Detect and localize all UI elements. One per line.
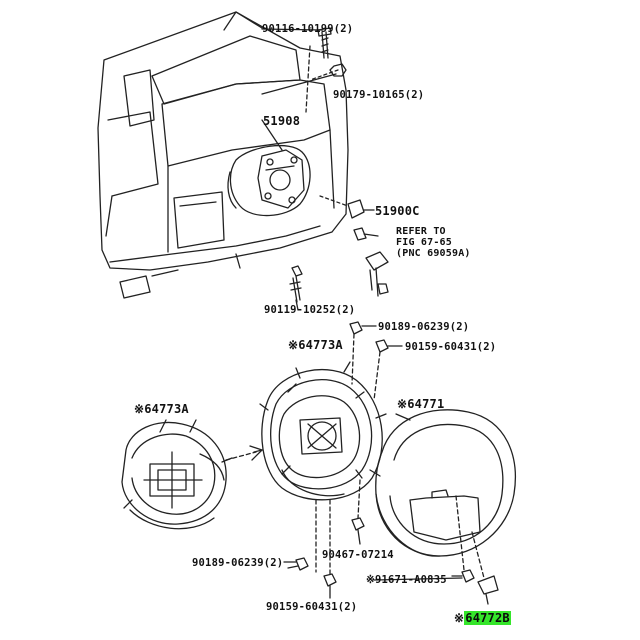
mounting-plate-middle <box>253 361 387 501</box>
part-label-90119-10252: 90119-10252(2) <box>264 304 356 316</box>
bolt-90189-lower <box>283 557 309 571</box>
nut-90159-lower <box>323 573 337 599</box>
part-label-64772b: ※64772B <box>454 611 511 625</box>
part-label-90189-06239-lower: 90189-06239(2) <box>192 557 284 569</box>
part-label-90159-60431-lower: 90159-60431(2) <box>266 601 358 613</box>
leader-line <box>261 73 337 95</box>
leader-line <box>373 577 463 581</box>
part-label-51908: 51908 <box>263 114 301 128</box>
leader-line <box>287 565 299 569</box>
part-label-64773a-middle: ※64773A <box>288 338 343 352</box>
bolt-90116 <box>317 27 332 59</box>
bracket-64772b <box>477 575 499 605</box>
part-label-51900c: 51900C <box>375 204 420 218</box>
part-label-64773a-left: ※64773A <box>134 402 189 416</box>
reference-note: REFER TO FIG 67-65 (PNC 69059A) <box>396 226 516 259</box>
part-label-90116-10199: 90116-10199(2) <box>262 23 354 35</box>
leader-line <box>395 413 411 421</box>
mounting-assembly-left <box>121 419 233 530</box>
cap-51900c <box>319 195 375 219</box>
bolt-91671 <box>451 569 475 583</box>
leader-line <box>261 119 283 151</box>
bolt-90189-upper <box>349 321 377 335</box>
part-label-90467-07214: 90467-07214 <box>322 549 394 561</box>
reference-note-line2: FIG 67-65 <box>396 237 452 248</box>
reference-note-line1: REFER TO <box>396 226 446 237</box>
nut-90159-upper <box>375 339 403 353</box>
lock-cylinder <box>353 227 389 297</box>
bolt-90119 <box>289 265 303 311</box>
part-label-90159-60431-upper: 90159-60431(2) <box>405 341 497 353</box>
reference-note-line3: (PNC 69059A) <box>396 248 471 259</box>
spare-tire-cover <box>375 409 516 557</box>
carrier-bracket-51908 <box>257 149 305 209</box>
vehicle-rear-body <box>97 11 349 299</box>
guide-lines <box>315 333 485 579</box>
part-label-90189-06239-upper: 90189-06239(2) <box>378 321 470 333</box>
part-label-64772b-prefix: ※ <box>454 611 465 625</box>
highlighted-part-number: 64772B <box>464 611 511 625</box>
leader-line <box>261 28 323 31</box>
part-label-91671-a0835: ※91671-A0835 <box>366 574 447 586</box>
part-label-64771: ※64771 <box>397 397 445 411</box>
nut-90467 <box>351 517 365 545</box>
nut-90179 <box>309 63 347 81</box>
part-label-90179-10165: 90179-10165(2) <box>333 89 425 101</box>
